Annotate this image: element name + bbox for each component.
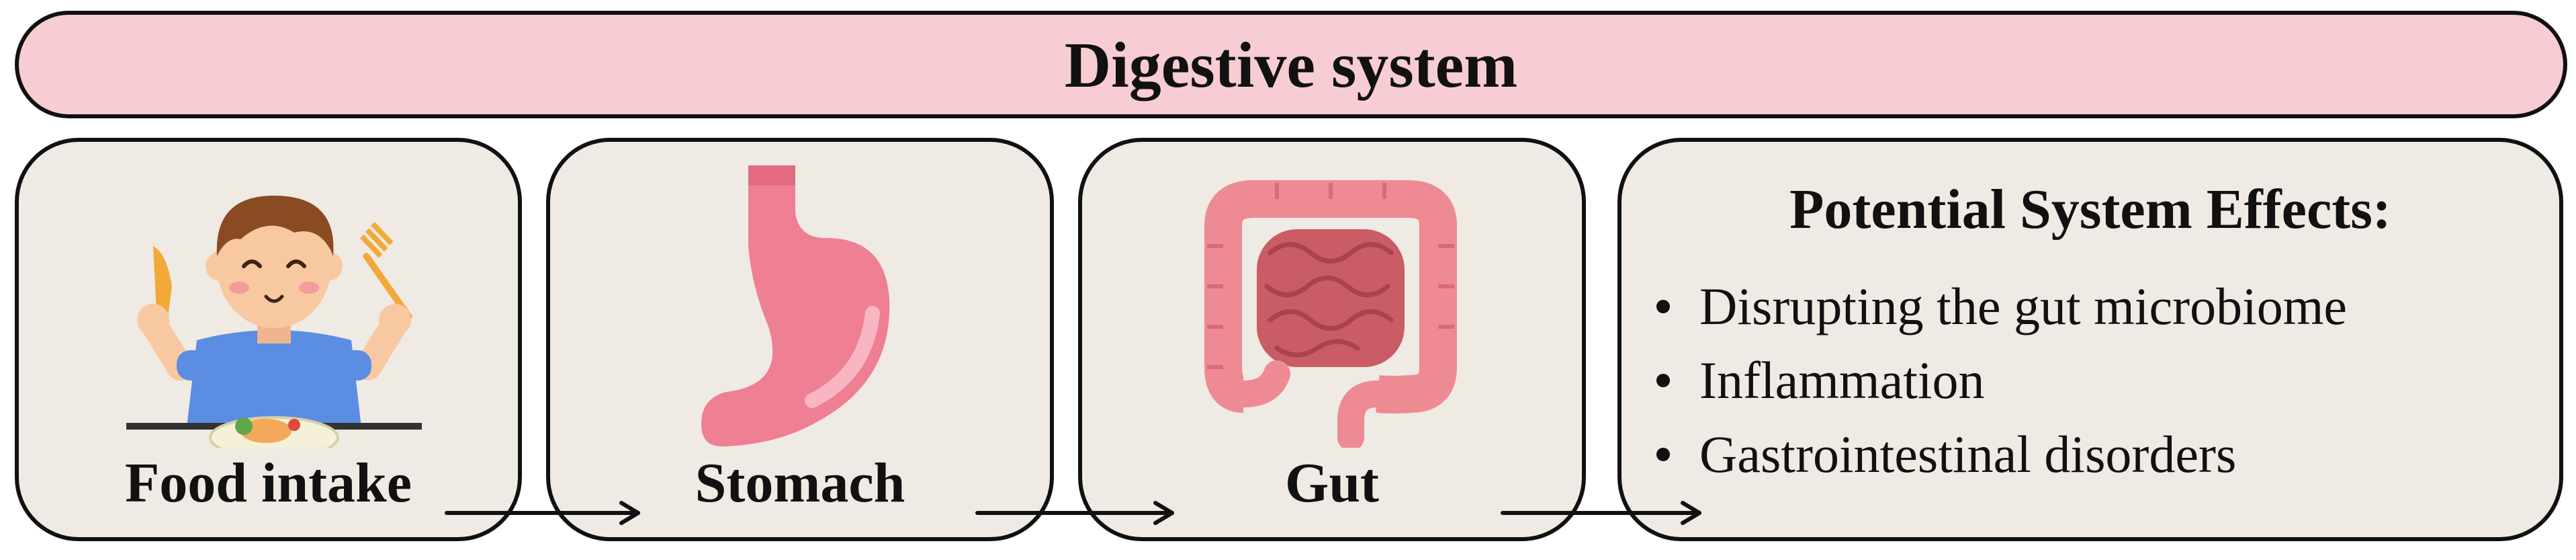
child-eating-icon (126, 196, 422, 448)
effects-panel: Potential System Effects: Disrupting the… (1617, 138, 2563, 541)
effect-item: Disrupting the gut microbiome (1656, 270, 2347, 344)
effects-list: Disrupting the gut microbiome Inflammati… (1656, 270, 2347, 491)
bullet-icon (1656, 448, 1670, 461)
intestines-icon (1204, 180, 1457, 448)
effect-item-text: Gastrointestinal disorders (1699, 425, 2237, 483)
bullet-icon (1656, 300, 1670, 313)
stage-label-gut: Gut (1284, 452, 1380, 514)
effect-item-text: Inflammation (1699, 351, 1985, 409)
stage-label-stomach: Stomach (695, 452, 905, 514)
stage-label-food-intake: Food intake (124, 452, 412, 514)
effect-item: Gastrointestinal disorders (1656, 417, 2347, 491)
effect-item: Inflammation (1656, 344, 2347, 417)
diagram-title: Digestive system (1064, 28, 1518, 101)
stomach-icon (701, 165, 890, 447)
stage-food-intake: Food intake (15, 138, 522, 541)
title-banner: Digestive system (15, 11, 2567, 118)
bullet-icon (1656, 374, 1670, 387)
stage-gut: Gut (1078, 138, 1586, 541)
effects-title: Potential System Effects: (1789, 178, 2391, 241)
effect-item-text: Disrupting the gut microbiome (1699, 277, 2348, 335)
stage-stomach: Stomach (546, 138, 1054, 541)
